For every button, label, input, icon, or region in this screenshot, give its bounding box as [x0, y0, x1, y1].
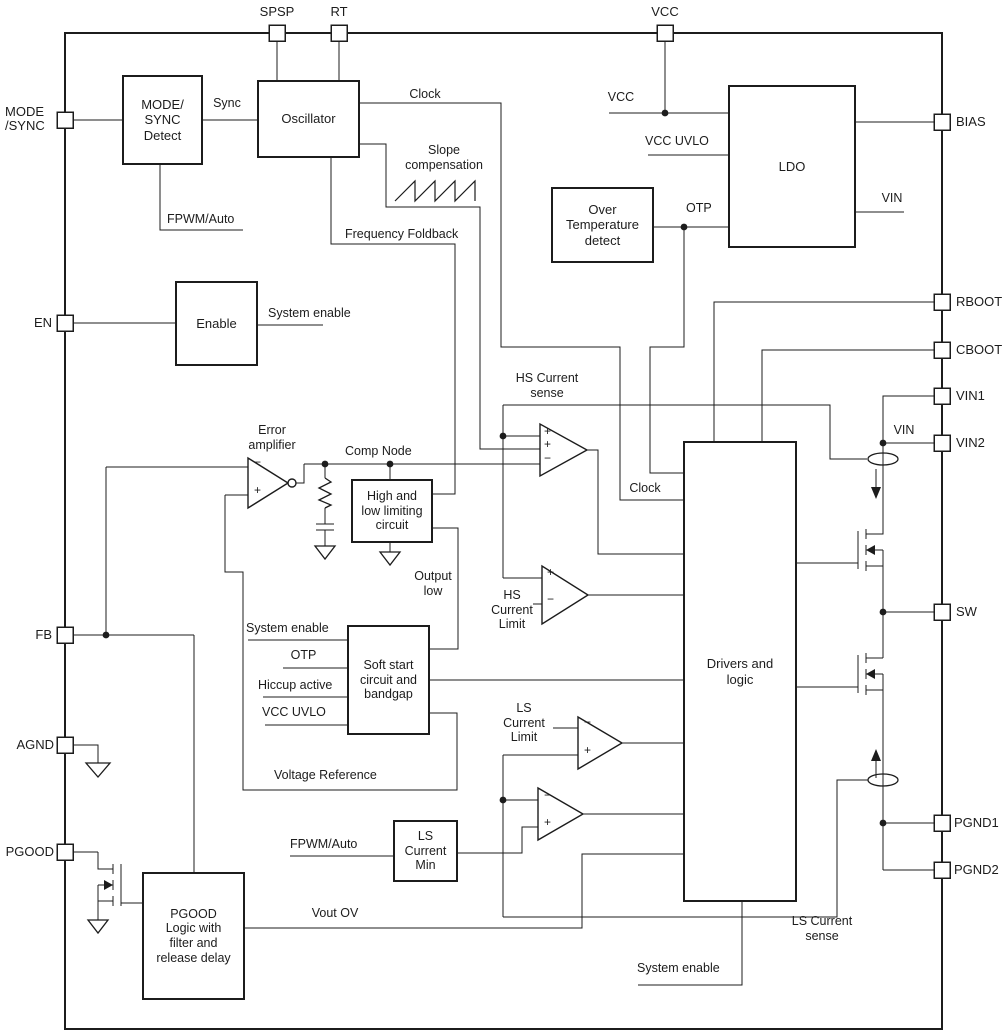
- block-ls-current-min: LS Current Min: [393, 820, 458, 882]
- label-otp-softstart: OTP: [290, 648, 317, 662]
- pin-label-rboot: RBOOT: [956, 294, 1003, 309]
- block-soft-start: Soft start circuit and bandgap: [347, 625, 430, 735]
- pin-pgnd1: [933, 814, 951, 832]
- label-error-amplifier: Error amplifier: [248, 423, 296, 452]
- minus-icon: −: [254, 455, 262, 469]
- label-vcc-uvlo-softstart: VCC UVLO: [262, 705, 326, 719]
- error-amplifier-symbol: [247, 456, 290, 510]
- pin-en: [56, 314, 74, 332]
- pin-bias: [933, 113, 951, 131]
- block-ldo: LDO: [728, 85, 856, 248]
- label-frequency-foldback: Frequency Foldback: [345, 227, 459, 241]
- pin-cboot: [933, 341, 951, 359]
- block-oscillator: Oscillator: [257, 80, 360, 158]
- label-vin-ldo: VIN: [881, 191, 903, 205]
- pin-label-pgnd2: PGND2: [954, 862, 999, 877]
- pin-vin2: [933, 434, 951, 452]
- pin-label-sw: SW: [956, 604, 977, 619]
- pin-label-vcc: VCC: [651, 4, 679, 19]
- ls-current-min-comparator: [537, 786, 585, 842]
- sawtooth-icon: [394, 179, 476, 203]
- label-ls-current-sense: LS Current sense: [791, 914, 853, 943]
- block-drivers-and-logic: Drivers and logic: [683, 441, 797, 902]
- ls-current-limit-comparator: [577, 715, 624, 771]
- pin-label-cboot: CBOOT: [956, 342, 1003, 357]
- pin-rt: [330, 24, 348, 42]
- pin-label-rt: RT: [330, 4, 348, 19]
- label-voltage-reference: Voltage Reference: [274, 768, 377, 782]
- plus-icon: +: [544, 437, 552, 451]
- plus-icon: +: [544, 424, 552, 438]
- label-sync: Sync: [213, 96, 241, 110]
- label-clock-drivers: Clock: [629, 481, 661, 495]
- arrowheads: [104, 487, 881, 890]
- pin-label-spsp: SPSP: [259, 4, 295, 19]
- pin-label-en: EN: [33, 315, 52, 330]
- hs-current-sensor-icon: [867, 452, 899, 466]
- label-vcc: VCC: [607, 90, 635, 104]
- error-amplifier-output-node: [287, 478, 297, 488]
- label-vout-ov: Vout OV: [311, 906, 359, 920]
- minus-icon: −: [544, 788, 552, 802]
- pin-label-fb: FB: [35, 627, 52, 642]
- junction-dots: [102, 109, 887, 827]
- pin-rboot: [933, 293, 951, 311]
- pin-fb: [56, 626, 74, 644]
- label-hiccup-active: Hiccup active: [258, 678, 333, 692]
- block-high-low-limiting: High and low limiting circuit: [351, 479, 433, 543]
- pin-label-vin2: VIN2: [956, 435, 985, 450]
- label-vcc-uvlo: VCC UVLO: [645, 134, 709, 148]
- plus-icon: +: [547, 565, 555, 579]
- label-system-enable-bottom: System enable: [637, 961, 720, 975]
- pin-sw: [933, 603, 951, 621]
- pin-vin1: [933, 387, 951, 405]
- pin-label-bias: BIAS: [956, 114, 986, 129]
- label-hs-current-sense: HS Current sense: [515, 371, 579, 400]
- minus-icon: −: [547, 592, 555, 606]
- pin-spsp: [268, 24, 286, 42]
- label-system-enable-softstart: System enable: [246, 621, 329, 635]
- plus-icon: +: [544, 815, 552, 829]
- pin-pgood: [56, 843, 74, 861]
- plus-icon: +: [584, 743, 592, 757]
- pin-mode-sync: [56, 111, 74, 129]
- label-ls-current-limit: LS Current Limit: [503, 701, 545, 744]
- ls-current-sensor-icon: [867, 773, 899, 787]
- minus-icon: −: [544, 451, 552, 465]
- block-mode-sync-detect: MODE/ SYNC Detect: [122, 75, 203, 165]
- pin-label-pgnd1: PGND1: [954, 815, 999, 830]
- label-fpwm-auto: FPWM/Auto: [167, 212, 235, 226]
- pin-label-vin1: VIN1: [956, 388, 985, 403]
- minus-icon: −: [584, 715, 592, 729]
- label-fpwm-auto-lsmin: FPWM/Auto: [290, 837, 358, 851]
- label-comp-node: Comp Node: [345, 444, 412, 458]
- block-enable: Enable: [175, 281, 258, 366]
- block-over-temperature-detect: Over Temperature detect: [551, 187, 654, 263]
- pin-label-agnd: AGND: [16, 737, 54, 752]
- label-output-low: Output low: [414, 569, 452, 598]
- pin-agnd: [56, 736, 74, 754]
- hs-current-sense-comparator: [539, 422, 589, 478]
- label-hs-current-limit: HS Current Limit: [491, 588, 533, 631]
- pin-label-pgood: PGOOD: [5, 844, 54, 859]
- label-vin-pin: VIN: [893, 423, 915, 437]
- block-pgood-logic: PGOOD Logic with filter and release dela…: [142, 872, 245, 1000]
- label-system-enable: System enable: [268, 306, 351, 320]
- ground-icons: [84, 545, 402, 935]
- resistor-icon: [317, 477, 333, 509]
- pin-pgnd2: [933, 861, 951, 879]
- pin-label-mode-sync: MODE /SYNC: [5, 104, 45, 134]
- label-slope-compensation: Slope compensation: [405, 143, 483, 172]
- pin-vcc: [656, 24, 674, 42]
- label-clock-top: Clock: [409, 87, 441, 101]
- chip-outline: [64, 32, 943, 1030]
- hs-current-limit-comparator: [541, 564, 590, 626]
- plus-icon: +: [254, 483, 262, 497]
- label-otp: OTP: [686, 201, 712, 215]
